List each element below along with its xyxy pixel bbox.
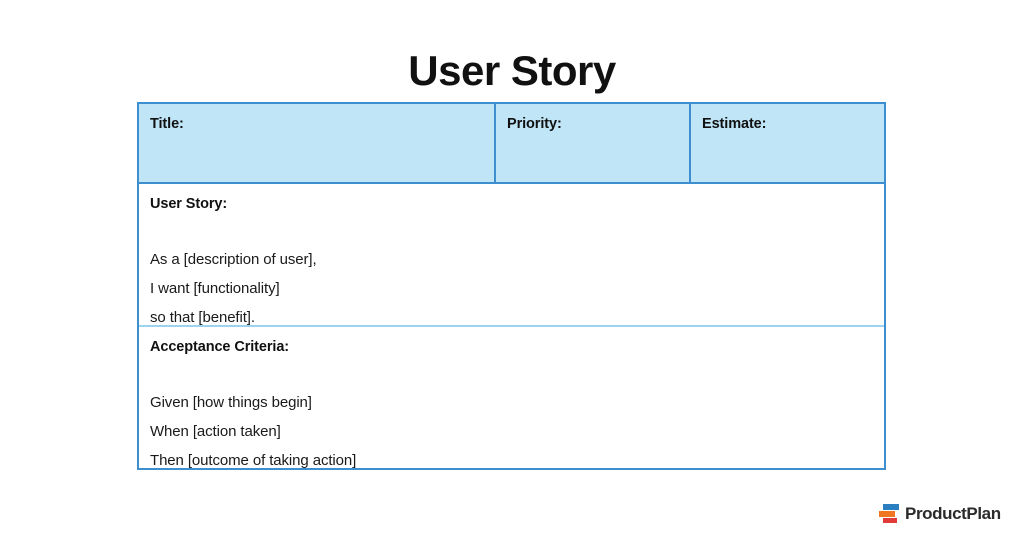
table-header-row: Title: Priority: Estimate: (139, 104, 884, 184)
estimate-field-label: Estimate: (702, 116, 767, 132)
acceptance-criteria-line: Then [outcome of taking action] (150, 452, 357, 469)
title-field-cell[interactable]: Title: (139, 104, 496, 182)
acceptance-criteria-line: Given [how things begin] (150, 394, 312, 411)
productplan-wordmark: ProductPlan (905, 504, 1001, 523)
user-story-line: As a [description of user], (150, 251, 317, 268)
user-story-line: so that [benefit]. (150, 309, 255, 326)
acceptance-criteria-line: When [action taken] (150, 423, 281, 440)
title-field-label: Title: (150, 116, 184, 132)
productplan-bars-icon (879, 504, 899, 523)
acceptance-criteria-section[interactable]: Acceptance Criteria: Given [how things b… (139, 327, 884, 469)
estimate-field-cell[interactable]: Estimate: (691, 104, 884, 182)
user-story-section[interactable]: User Story: As a [description of user], … (139, 184, 884, 327)
user-story-table: Title: Priority: Estimate: User Story: A… (137, 102, 886, 470)
acceptance-criteria-heading: Acceptance Criteria: (150, 339, 290, 355)
page-title: User Story (408, 47, 616, 95)
acceptance-criteria-lines: Given [how things begin] When [action ta… (150, 388, 884, 475)
priority-field-label: Priority: (507, 116, 562, 132)
productplan-logo[interactable]: ProductPlan (877, 503, 1001, 525)
user-story-heading: User Story: (150, 196, 228, 212)
user-story-line: I want [functionality] (150, 280, 280, 297)
priority-field-cell[interactable]: Priority: (496, 104, 691, 182)
user-story-lines: As a [description of user], I want [func… (150, 245, 884, 332)
